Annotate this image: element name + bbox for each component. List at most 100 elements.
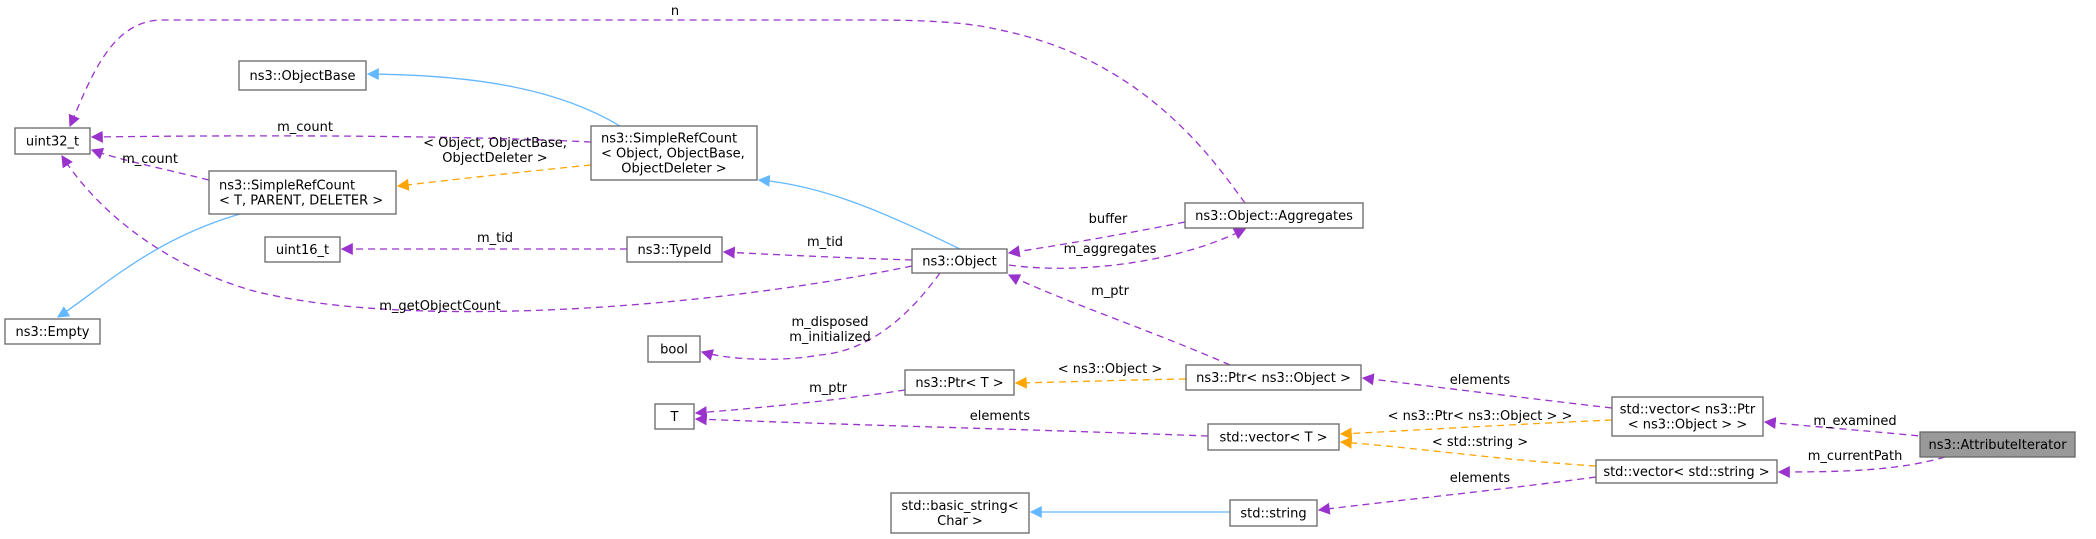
class-node-empty[interactable]: ns3::Empty xyxy=(4,318,101,345)
class-node-label: bool xyxy=(660,343,688,358)
class-node-box[interactable] xyxy=(647,335,701,363)
class-node-vecptr[interactable]: std::vector< ns3::Ptr< ns3::Object > > xyxy=(1611,396,1764,437)
class-node-label: ns3::SimpleRefCount xyxy=(219,179,355,194)
edge-label: m_currentPath xyxy=(1808,449,1903,464)
edge-object-to-bool xyxy=(700,272,941,361)
class-node-box[interactable] xyxy=(1919,431,2076,458)
nodes-layer: uint32_t ns3::ObjectBasens3::SimpleRefCou… xyxy=(4,60,2076,534)
class-node-box[interactable] xyxy=(626,236,723,263)
class-node-uint16[interactable]: uint16_t xyxy=(264,236,341,263)
edge-label: buffer xyxy=(1089,212,1128,227)
edge-vecstr-to-vect xyxy=(1339,436,1597,467)
class-node-box[interactable] xyxy=(890,492,1030,534)
edge-object-to-typeid xyxy=(722,246,913,261)
class-node-attriter[interactable]: ns3::AttributeIterator xyxy=(1919,431,2076,458)
class-node-box[interactable] xyxy=(1185,364,1362,391)
edge-ptrt-to-t xyxy=(694,389,906,419)
class-node-box[interactable] xyxy=(4,318,101,345)
class-node-label: uint32_t xyxy=(26,135,79,150)
class-node-srcobj[interactable]: ns3::SimpleRefCount< Object, ObjectBase,… xyxy=(590,125,758,181)
edge-vecstr-to-string xyxy=(1317,476,1597,515)
class-node-label: ns3::Object::Aggregates xyxy=(1195,209,1353,224)
edge-label: n xyxy=(671,4,679,19)
class-node-label: std::vector< std::string > xyxy=(1603,465,1769,480)
class-node-typeid[interactable]: ns3::TypeId xyxy=(626,236,723,263)
edge-srct-to-uint32 xyxy=(90,147,210,181)
class-node-object[interactable]: ns3::Object xyxy=(911,248,1008,274)
edge-label: ObjectDeleter > xyxy=(442,151,547,166)
class-node-label: T xyxy=(670,410,679,425)
class-node-ptrt[interactable]: ns3::Ptr< T > xyxy=(904,369,1015,396)
class-node-aggregates[interactable]: ns3::Object::Aggregates xyxy=(1184,202,1364,229)
class-node-box[interactable] xyxy=(654,403,695,430)
class-node-box[interactable] xyxy=(208,170,397,215)
edge-srcobj-to-srct xyxy=(396,164,592,191)
edge-label: m_tid xyxy=(807,235,843,250)
edge-object-to-uint32 xyxy=(61,154,913,313)
edge-label: < std::string > xyxy=(1432,435,1528,450)
edge-label: m_tid xyxy=(477,231,513,246)
class-node-label: std::basic_string< xyxy=(901,499,1018,514)
class-node-label: Char > xyxy=(937,514,983,529)
edge-attriter-to-vecptr xyxy=(1763,417,1931,438)
edge-srct-to-empty xyxy=(56,213,241,318)
class-node-uint32[interactable]: uint32_t xyxy=(14,127,91,155)
edge-vect-to-t xyxy=(694,413,1209,437)
edge-label: m_aggregates xyxy=(1064,242,1157,257)
class-node-vect[interactable]: std::vector< T > xyxy=(1207,423,1340,451)
class-node-bool[interactable]: bool xyxy=(647,335,701,363)
class-node-basicstring[interactable]: std::basic_string<Char > xyxy=(890,492,1030,534)
edge-aggregates-to-object xyxy=(1007,221,1186,258)
edge-label: < ns3::Ptr< ns3::Object > > xyxy=(1388,409,1573,424)
edge-label: m_initialized xyxy=(789,330,871,345)
class-node-box[interactable] xyxy=(264,236,341,263)
edge-label: m_disposed xyxy=(791,315,868,330)
edge-label: elements xyxy=(1450,471,1511,486)
edge-label: m_count xyxy=(277,120,333,135)
class-node-vecstr[interactable]: std::vector< std::string > xyxy=(1595,459,1778,484)
class-node-label: std::string xyxy=(1240,507,1306,522)
class-node-label: ObjectDeleter > xyxy=(621,162,726,177)
edge-label: m_count xyxy=(122,152,178,167)
class-node-label: < ns3::Object > > xyxy=(1628,418,1747,433)
class-node-label: ns3::TypeId xyxy=(638,243,712,258)
edge-srcobj-to-uint32 xyxy=(90,130,592,143)
class-node-box[interactable] xyxy=(1611,396,1764,437)
class-node-box[interactable] xyxy=(904,369,1015,396)
edges-layer xyxy=(56,19,1946,518)
edge-label: m_getObjectCount xyxy=(379,299,500,314)
class-node-ptrobj[interactable]: ns3::Ptr< ns3::Object > xyxy=(1185,364,1362,391)
class-node-box[interactable] xyxy=(1229,499,1318,527)
class-node-string[interactable]: std::string xyxy=(1229,499,1318,527)
class-node-box[interactable] xyxy=(590,125,758,181)
edge-label: elements xyxy=(970,409,1031,424)
class-node-box[interactable] xyxy=(1184,202,1364,229)
class-node-t[interactable]: T xyxy=(654,403,695,430)
edge-label: elements xyxy=(1450,373,1511,388)
class-node-srct[interactable]: ns3::SimpleRefCount< T, PARENT, DELETER … xyxy=(208,170,397,215)
class-node-label: ns3::Ptr< ns3::Object > xyxy=(1196,371,1351,386)
edge-label: < ns3::Object > xyxy=(1058,362,1162,377)
class-node-label: ns3::AttributeIterator xyxy=(1928,438,2067,453)
class-node-box[interactable] xyxy=(1595,459,1778,484)
class-node-label: uint16_t xyxy=(276,243,329,258)
edge-label: m_ptr xyxy=(1091,284,1130,299)
class-node-objectbase[interactable]: ns3::ObjectBase xyxy=(238,60,367,91)
class-node-box[interactable] xyxy=(14,127,91,155)
class-node-box[interactable] xyxy=(1207,423,1340,451)
edge-objectbase-to-srcobj xyxy=(366,68,621,127)
edge-ptrobj-to-ptrt xyxy=(1014,376,1187,389)
class-node-label: ns3::ObjectBase xyxy=(249,69,355,84)
class-node-box[interactable] xyxy=(238,60,367,91)
edge-object-to-srcobj xyxy=(757,174,961,250)
edge-aggregates-to-uint32 xyxy=(68,19,1246,204)
edge-label: m_ptr xyxy=(809,381,848,396)
class-node-box[interactable] xyxy=(911,248,1008,274)
edge-object-to-aggregates xyxy=(1008,228,1247,269)
edge-vecptr-to-vect xyxy=(1339,419,1613,440)
class-node-label: ns3::SimpleRefCount xyxy=(601,132,737,147)
class-node-label: < Object, ObjectBase, xyxy=(601,147,745,162)
class-node-label: std::vector< T > xyxy=(1219,431,1327,446)
